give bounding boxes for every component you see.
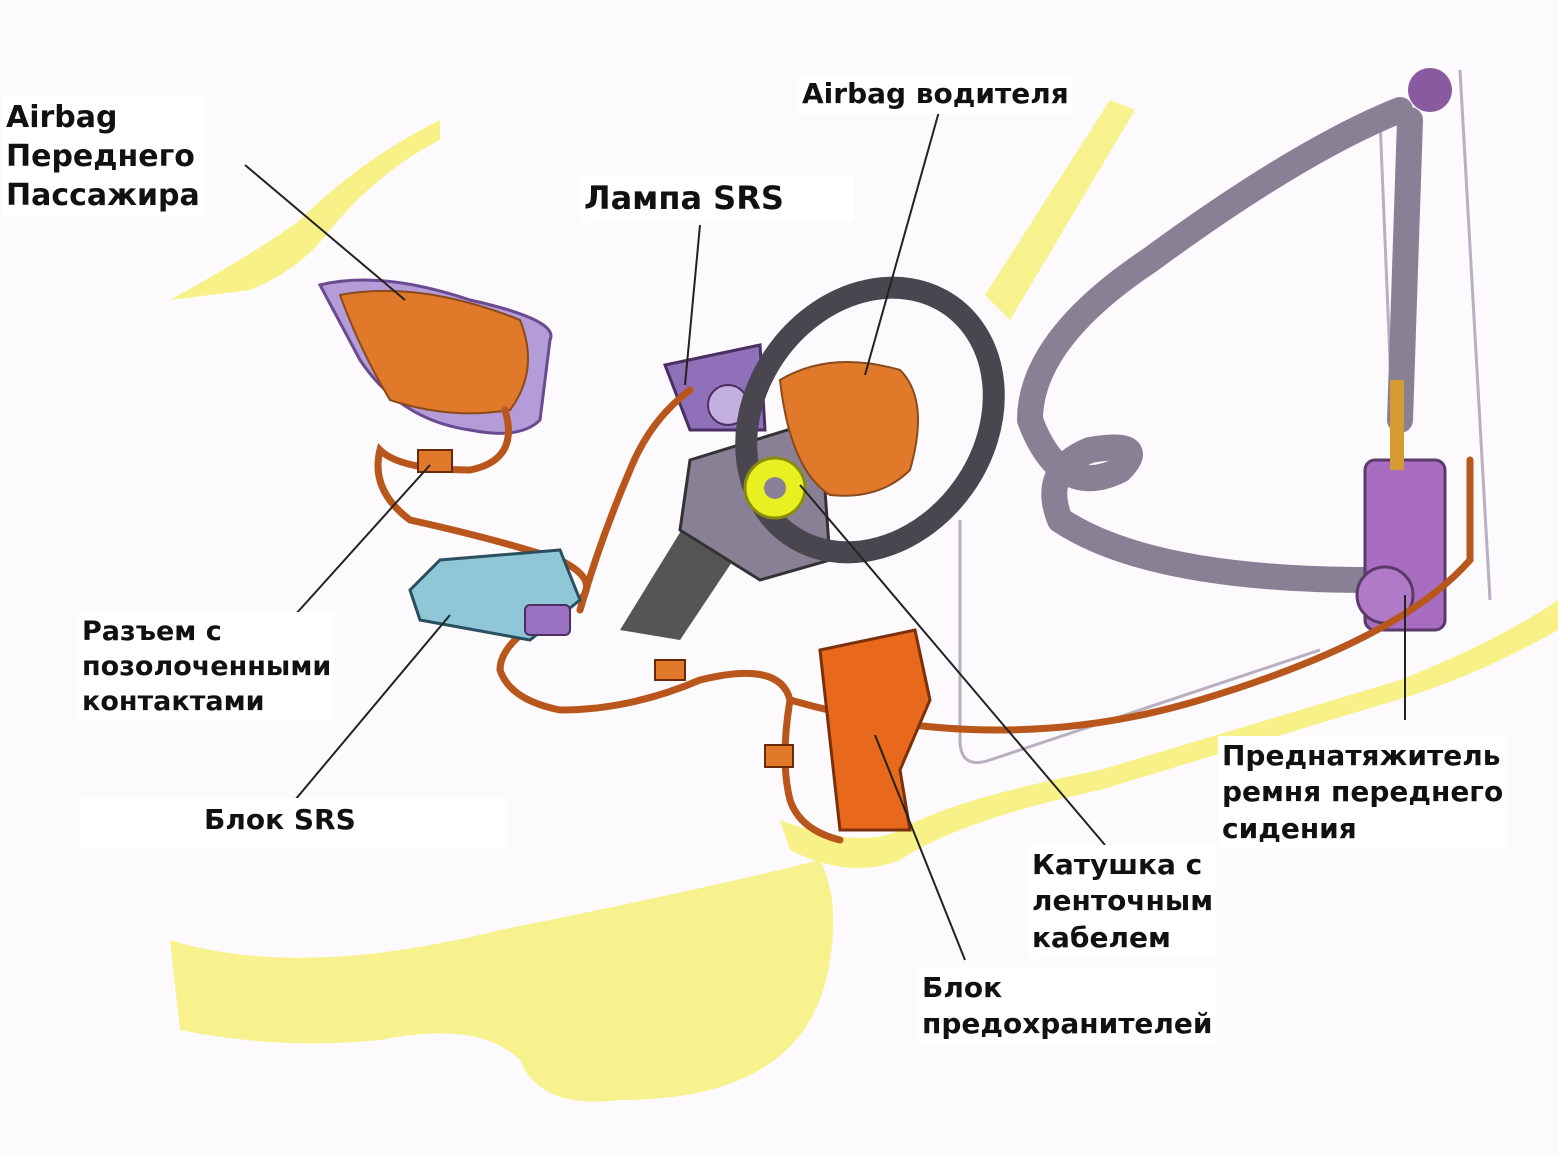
label-line: Airbag xyxy=(6,100,118,135)
label-clock-spring: Катушка с ленточным кабелем xyxy=(1028,845,1218,959)
connector xyxy=(417,449,453,473)
label-line: Катушка с xyxy=(1032,848,1203,881)
driver-airbag xyxy=(778,361,919,497)
label-passenger-airbag: Airbag Переднего Пассажира xyxy=(2,96,204,217)
label-pretensioner: Преднатяжитель ремня переднего сидения xyxy=(1218,736,1508,850)
floor-sill xyxy=(780,600,1558,868)
label-line: контактами xyxy=(82,686,265,718)
label-line: Блок xyxy=(922,971,1003,1004)
label-driver-airbag: Airbag водителя xyxy=(798,74,1073,115)
label-line: позолоченными xyxy=(82,651,332,683)
label-line: сидения xyxy=(1222,811,1357,845)
leader-lines xyxy=(244,107,1406,961)
label-line: Разъем с xyxy=(82,616,222,647)
belt-anchor xyxy=(1408,68,1452,112)
label-srs-lamp: Лампа SRS xyxy=(580,176,854,222)
label-connector: Разъем с позолоченными контактами xyxy=(78,612,336,722)
label-line: Пассажира xyxy=(6,178,200,213)
windshield-pillar xyxy=(985,100,1135,320)
label-line: кабелем xyxy=(1032,920,1171,954)
seat-belt xyxy=(1017,97,1423,593)
label-line: ремня переднего xyxy=(1222,775,1504,809)
label-line: Переднего xyxy=(6,139,195,174)
label-line: предохранителей xyxy=(922,1007,1213,1041)
lower-body xyxy=(170,860,834,1102)
label-line: ленточным xyxy=(1032,884,1214,918)
fuse-box xyxy=(818,628,932,832)
label-fuse-box: Блок предохранителей xyxy=(918,968,1217,1045)
label-srs-unit: Блок SRS xyxy=(80,798,506,849)
label-line: Преднатяжитель xyxy=(1222,739,1501,772)
dashboard-outline xyxy=(170,120,440,300)
steering-wheel xyxy=(735,276,1005,564)
